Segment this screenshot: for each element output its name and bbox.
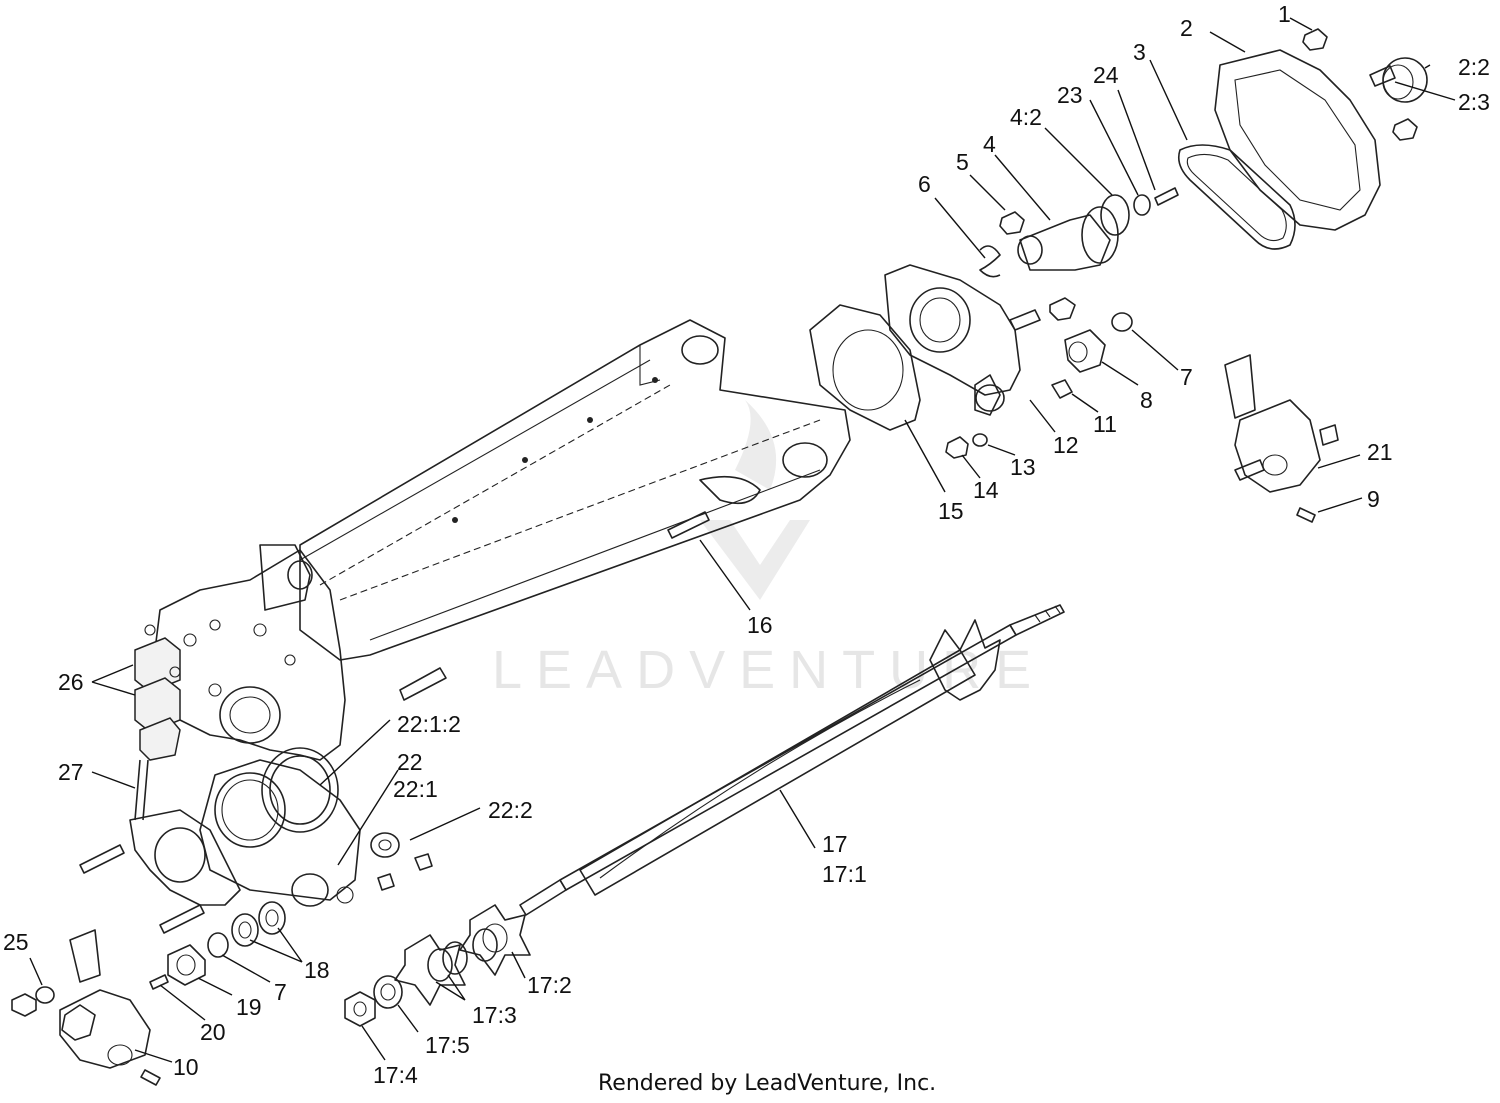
callout-17-5: 17:5 bbox=[425, 1032, 470, 1058]
link-rod-27 bbox=[134, 759, 149, 821]
callout-13: 13 bbox=[1010, 454, 1036, 480]
gasket-22-1-2 bbox=[261, 747, 339, 833]
cover-plate-22 bbox=[199, 759, 361, 904]
bolt-16 bbox=[667, 511, 710, 539]
callout-23: 23 bbox=[1057, 82, 1083, 108]
gasket-15 bbox=[809, 304, 921, 431]
spacer-11 bbox=[1051, 379, 1073, 399]
pulley-19 bbox=[167, 944, 206, 986]
spacers-18 bbox=[231, 901, 286, 947]
callout-22-2: 22:2 bbox=[488, 797, 533, 823]
callout-12: 12 bbox=[1053, 432, 1079, 458]
callout-26: 26 bbox=[58, 669, 84, 695]
callout-18: 18 bbox=[304, 957, 330, 983]
gearbox-housing bbox=[154, 544, 346, 761]
watermark-text: LEADVENTURE bbox=[492, 640, 1045, 700]
callout-4: 4 bbox=[983, 131, 996, 157]
callout-8: 8 bbox=[1140, 387, 1153, 413]
callout-1: 1 bbox=[1278, 1, 1291, 27]
callout-10: 10 bbox=[173, 1054, 199, 1080]
callout-2: 2 bbox=[1180, 15, 1193, 41]
callout-9: 9 bbox=[1367, 486, 1380, 512]
seal-22-1 bbox=[291, 873, 329, 907]
callout-20: 20 bbox=[200, 1019, 226, 1045]
callout-17: 17 bbox=[822, 831, 848, 857]
callout-7-lower: 7 bbox=[274, 979, 287, 1005]
nut-17-4 bbox=[344, 991, 376, 1027]
callout-5: 5 bbox=[956, 149, 969, 175]
fitting-20 bbox=[149, 974, 169, 990]
callout-7-upper: 7 bbox=[1180, 364, 1193, 390]
callout-17-4: 17:4 bbox=[373, 1062, 418, 1088]
washer-4-2 bbox=[1100, 194, 1130, 236]
callout-14: 14 bbox=[973, 477, 999, 503]
stud-2-3 bbox=[1369, 65, 1396, 87]
callout-21: 21 bbox=[1367, 439, 1393, 465]
washer-7-upper bbox=[1111, 312, 1133, 332]
callout-22: 22 bbox=[397, 749, 423, 775]
callout-19: 19 bbox=[236, 994, 262, 1020]
callout-2-2: 2:2 bbox=[1458, 54, 1490, 80]
impeller-shaft-17 bbox=[519, 604, 1065, 916]
callout-25: 25 bbox=[3, 929, 29, 955]
callout-17-3: 17:3 bbox=[472, 1002, 517, 1028]
nut-5 bbox=[999, 211, 1025, 235]
watermark: LEADVENTURE bbox=[492, 400, 1045, 700]
callout-22-1: 22:1 bbox=[393, 776, 438, 802]
idler-8 bbox=[1064, 329, 1106, 373]
belt-3 bbox=[1177, 144, 1296, 250]
callout-3: 3 bbox=[1133, 39, 1146, 65]
callout-11: 11 bbox=[1093, 411, 1117, 437]
pulley-4 bbox=[1017, 206, 1119, 271]
footer-credit: Rendered by LeadVenture, Inc. bbox=[598, 1071, 936, 1096]
gear-assembly-10 bbox=[59, 929, 161, 1086]
washer-13 bbox=[972, 433, 988, 447]
callout-16: 16 bbox=[747, 612, 773, 638]
gear-assembly-21 bbox=[1224, 354, 1339, 523]
leader-lines bbox=[29, 17, 1456, 1063]
bracket-26 bbox=[134, 624, 181, 761]
nut-1 bbox=[1302, 28, 1328, 51]
callout-17-2: 17:2 bbox=[527, 972, 572, 998]
callout-6: 6 bbox=[918, 171, 931, 197]
bearing-plate bbox=[884, 264, 1021, 416]
watermark-logo-icon bbox=[700, 400, 810, 600]
callout-labels: 1 2 2:2 2:3 3 24 23 4:2 4 5 6 7 8 11 12 … bbox=[3, 1, 1490, 1088]
washer-17-5 bbox=[373, 975, 403, 1009]
callout-27: 27 bbox=[58, 759, 84, 785]
nut-14 bbox=[945, 436, 969, 459]
lower-plate bbox=[129, 809, 241, 906]
belt-cover-2 bbox=[1214, 49, 1381, 231]
nut-washer-25 bbox=[11, 986, 55, 1017]
callout-4-2: 4:2 bbox=[1010, 104, 1042, 130]
callout-22-1-2: 22:1:2 bbox=[397, 711, 461, 737]
callout-2-3: 2:3 bbox=[1458, 89, 1490, 115]
spring-6 bbox=[979, 245, 1001, 278]
springs-17-3 bbox=[427, 928, 498, 982]
auger-disc-17-2 bbox=[394, 904, 531, 1006]
frame-assembly bbox=[299, 319, 851, 661]
callout-15: 15 bbox=[938, 498, 964, 524]
callout-17-1: 17:1 bbox=[822, 861, 867, 887]
washer-23 bbox=[1133, 194, 1151, 216]
callout-24: 24 bbox=[1093, 62, 1119, 88]
washer-22-2 bbox=[370, 832, 400, 858]
bolt-24 bbox=[1154, 187, 1179, 206]
bearing-7-lower bbox=[207, 932, 229, 958]
